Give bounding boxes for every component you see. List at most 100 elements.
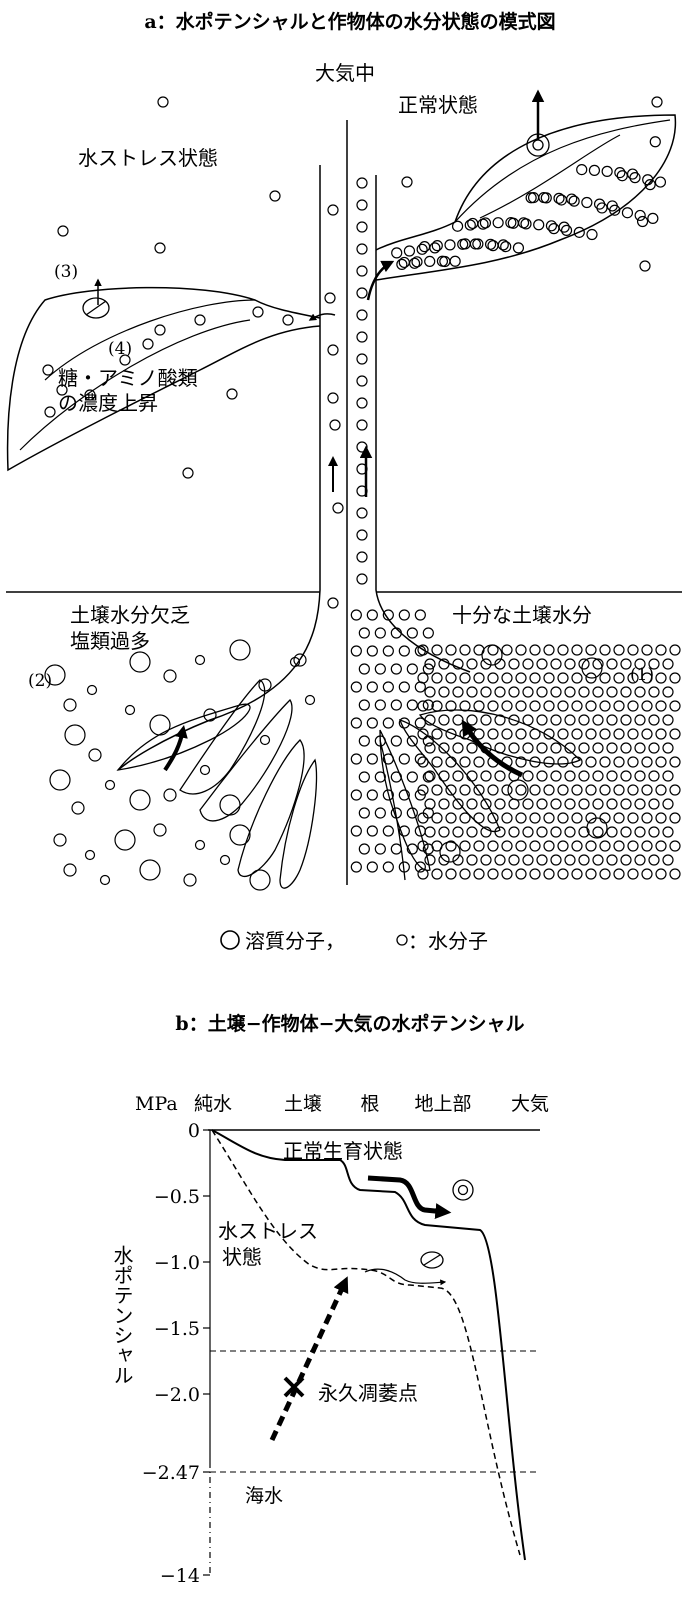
water-molecule [592, 714, 604, 726]
water-molecule [522, 826, 534, 838]
water-molecule [403, 245, 416, 257]
water-molecule [620, 714, 632, 726]
water-molecule [459, 840, 471, 852]
water-molecule [350, 717, 362, 729]
water-molecule [536, 770, 548, 782]
water-molecule [566, 193, 578, 205]
unit-label: MPa [135, 1093, 178, 1115]
water-molecule [599, 840, 611, 852]
water-molecule [550, 770, 562, 782]
water-molecule [648, 854, 660, 866]
panel-b: b：土壌−作物体−大気の水ポテンシャル MPa 純水 土壌 根 地上部 大気 0… [110, 1012, 549, 1587]
water-molecule [515, 756, 527, 768]
water-molecule [183, 873, 197, 887]
water-molecule [669, 784, 681, 796]
water-molecule [669, 700, 681, 712]
water-molecule [452, 742, 464, 754]
water-molecule [390, 663, 402, 675]
water-molecule [438, 686, 450, 698]
solute-molecule [114, 829, 136, 851]
water-molecule [269, 190, 281, 202]
y-ticks [203, 1129, 210, 1576]
atmosphere-label: 大気中 [315, 61, 375, 85]
water-molecule [512, 242, 525, 254]
solute-molecule [586, 817, 608, 839]
water-molecule [304, 694, 316, 706]
water-molecule [543, 756, 555, 768]
molecules [42, 96, 681, 891]
water-molecule [571, 812, 583, 824]
water-molecule [508, 658, 520, 670]
water-molecule [406, 771, 418, 783]
water-molecule [620, 826, 632, 838]
marker-3: (3) [54, 262, 78, 282]
water-molecule [585, 784, 597, 796]
normal-flow-arrow [367, 1175, 452, 1220]
water-molecule [390, 735, 402, 747]
water-molecule [398, 825, 410, 837]
marker-4: (4) [108, 339, 132, 359]
water-molecule [84, 389, 96, 401]
water-molecule [641, 784, 653, 796]
water-molecule [99, 874, 111, 886]
water-molecule [543, 728, 555, 740]
panel-a-title: a：水ポテンシャルと作物体の水分状態の模式図 [144, 10, 555, 33]
water-molecule [536, 854, 548, 866]
water-molecule [473, 756, 485, 768]
water-molecule [350, 825, 362, 837]
water-molecule [63, 863, 77, 877]
water-molecule [662, 854, 674, 866]
water-molecule [515, 840, 527, 852]
water-molecule [390, 843, 402, 855]
water-molecule [501, 672, 513, 684]
water-molecule [613, 672, 625, 684]
water-molecule [599, 868, 611, 880]
water-molecule [606, 854, 618, 866]
water-molecule [350, 609, 362, 621]
water-molecule [669, 728, 681, 740]
water-molecule [374, 807, 386, 819]
water-molecule [627, 700, 639, 712]
water-molecule [366, 861, 378, 873]
water-molecule [356, 265, 368, 277]
water-molecule [382, 861, 394, 873]
water-molecule [578, 826, 590, 838]
water-molecule [550, 658, 562, 670]
water-molecule [641, 728, 653, 740]
solute-molecule [439, 841, 461, 863]
water-molecule [398, 645, 410, 657]
water-molecule [356, 353, 368, 365]
wilting-point-mark [283, 1376, 305, 1398]
water-molecule [438, 770, 450, 782]
water-molecule [522, 798, 534, 810]
water-molecule [445, 672, 457, 684]
water-molecule [641, 868, 653, 880]
water-molecule [356, 397, 368, 409]
water-molecule [522, 854, 534, 866]
water-molecule [431, 756, 443, 768]
water-molecule [557, 700, 569, 712]
water-molecule [536, 826, 548, 838]
water-molecule [616, 170, 628, 182]
water-molecule [374, 627, 386, 639]
water-molecule [669, 756, 681, 768]
water-molecule [634, 770, 646, 782]
water-molecule [613, 644, 625, 656]
water-molecule [648, 658, 660, 670]
water-molecule [576, 163, 588, 176]
water-molecule [641, 700, 653, 712]
column-label: 大気 [511, 1093, 549, 1115]
leaf-vein [44, 299, 256, 381]
y-tick-label: −1.0 [154, 1252, 200, 1274]
water-molecule [634, 742, 646, 754]
water-molecule [620, 658, 632, 670]
water-molecule [459, 784, 471, 796]
water-molecule [124, 704, 136, 716]
water-molecule [536, 658, 548, 670]
water-molecule [487, 672, 499, 684]
water-molecule [550, 686, 562, 698]
water-molecule [358, 627, 370, 639]
water-molecule [154, 242, 166, 254]
water-molecule [655, 644, 667, 656]
wet-soil-label: 十分な土壌水分 [452, 603, 592, 627]
